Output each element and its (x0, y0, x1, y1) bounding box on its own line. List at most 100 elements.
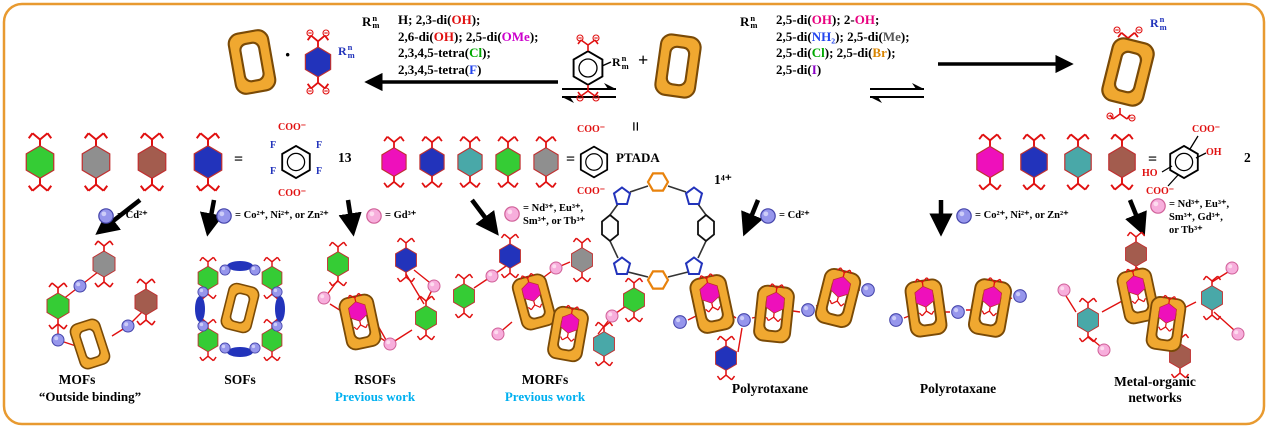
coo-label: COO⁻ (1146, 186, 1175, 197)
is-defined-as-sign: = (625, 121, 646, 132)
metal-organic-networks-structure (1057, 231, 1245, 379)
substituent-line: 2,5-di(Cl); 2,5-di(Br); (776, 45, 896, 60)
pyridine-orange-icon (646, 172, 670, 192)
imidazolium-blue-icon (685, 186, 703, 205)
legend-line: Sm³⁺, Gd³⁺, (1169, 212, 1223, 223)
linker-hex-green-icon (25, 132, 55, 192)
metal-legend-cd-right: = Cd²⁺ (779, 209, 810, 222)
metal-legend-lanthanides-left: = Nd³⁺, Eu³⁺, Sm³⁺, or Tb³⁺ (523, 202, 585, 228)
linker-hex-green-icon (622, 277, 646, 323)
linker-hex-blue-icon (419, 135, 445, 189)
product-label-polyrotaxane-2: Polyrotaxane (919, 381, 997, 396)
metal-sphere-pink-icon (1225, 261, 1239, 275)
macrocycle-ring-icon (218, 281, 262, 335)
metal-sphere-pink-icon (383, 337, 397, 351)
equals-sign-middle: = (566, 151, 576, 168)
legend-line: = Nd³⁺, Eu³⁺, (1169, 199, 1230, 210)
metal-legend-cd-left: = Cd²⁺ (117, 209, 148, 222)
coo-label: COO⁻ (577, 186, 606, 197)
linker-hex-blue-icon (498, 233, 522, 279)
metal-sphere-blue-icon (1013, 289, 1027, 303)
metal-sphere-pink-icon (1150, 198, 1166, 214)
substituent-line: 2,3,4,5-tetra(F) (398, 61, 482, 77)
product-label-rsofs: RSOFs (354, 372, 396, 387)
legend-line: = Cd²⁺ (117, 210, 148, 221)
coo-label: COO⁻ (278, 122, 307, 133)
metal-sphere-blue-icon (219, 264, 231, 276)
linker-hex-teal-icon (1200, 275, 1224, 321)
minus-charge-icon (306, 87, 314, 95)
sofs-structure (195, 256, 285, 362)
legend-line: = Co²⁺, Ni²⁺, or Zn²⁺ (235, 210, 329, 221)
ho-label: HO (1142, 168, 1158, 179)
coordination-links (473, 261, 627, 335)
minus-charge-icon (1128, 114, 1136, 122)
linker-hex-green-icon (326, 241, 350, 287)
compound-13-label: 13 (338, 150, 352, 165)
product-sublabel-outside-binding: “Outside binding” (38, 389, 142, 404)
linker-hex-gray-icon (570, 237, 594, 283)
metal-sphere-blue-icon (271, 320, 283, 332)
product-label-metal-organic: Metal-organic (1114, 374, 1196, 389)
linker-legend-left (25, 132, 311, 192)
linker-hex-teal-icon (1076, 297, 1100, 343)
structure-2-benzene (1169, 144, 1199, 180)
metal-sphere-blue-icon (98, 208, 114, 224)
rotaxane-unit-icon (337, 291, 382, 351)
metal-sphere-pink-icon (485, 269, 499, 283)
guest-oval-blue-icon (227, 261, 253, 271)
minus-charge-icon (1106, 112, 1114, 120)
product-arrow-polyrotaxane-1 (741, 199, 763, 237)
structure-2-bonds (1161, 135, 1207, 187)
linker-hex-teal-icon (1063, 133, 1093, 191)
coo-label: COO⁻ (1192, 124, 1221, 135)
metal-sphere-pink-icon (491, 327, 505, 341)
metal-sphere-pink-icon (549, 261, 563, 275)
metal-sphere-blue-icon (219, 342, 231, 354)
imidazolium-blue-icon (613, 256, 631, 275)
complexation-dot: · (284, 42, 292, 67)
product-arrows (95, 198, 1147, 237)
rsofs-structure (317, 237, 441, 351)
substituent-line: 2,5-di(I) (776, 61, 822, 77)
substituent-list-left: H; 2,3-di(OH); 2,6-di(OH); 2,5-di(OMe); … (398, 12, 538, 78)
linker-hex-blue-icon (193, 132, 223, 192)
minus-charge-icon (1135, 26, 1143, 34)
minus-charge-icon (322, 87, 330, 95)
metal-sphere-blue-icon (760, 208, 776, 224)
substituent-list-right: 2,5-di(OH); 2-OH; 2,5-di(NH₂); 2,5-di(Me… (776, 12, 910, 78)
rotaxane-unit-icon (688, 271, 735, 335)
metal-sphere-blue-icon (673, 315, 687, 329)
metal-legend-gd: = Gd³⁺ (385, 209, 416, 222)
free-macrocycle-ring-icon (652, 32, 704, 100)
legend-line: or Tb³⁺ (1169, 225, 1203, 236)
imidazolium-blue-icon (613, 186, 631, 205)
metal-sphere-blue-icon (73, 279, 87, 293)
rotaxane-unit-icon (814, 265, 863, 330)
linker-hex-teal-icon (592, 321, 616, 367)
metal-sphere-pink-icon (1057, 283, 1071, 297)
fluorine-label: F (316, 140, 323, 151)
linker-hex-gray-icon (81, 132, 111, 192)
carboxylate-claw-icon (577, 84, 599, 97)
macrocycle-ring-icon (226, 27, 278, 97)
ptada-benzene (579, 145, 609, 179)
legend-line: Sm³⁺, or Tb³⁺ (523, 216, 586, 227)
outside-binding-complex (226, 27, 332, 97)
rotaxane-unit-icon (510, 270, 557, 331)
metal-sphere-blue-icon (861, 283, 875, 297)
rotaxane-unit-icon (753, 282, 795, 343)
linker-hex-gray-icon (533, 135, 559, 189)
minus-charge-icon (1113, 26, 1121, 34)
macrocycle-structure (601, 172, 715, 290)
product-arrow-rsofs (338, 199, 362, 237)
product-label-polyrotaxane-1: Polyrotaxane (731, 381, 809, 396)
